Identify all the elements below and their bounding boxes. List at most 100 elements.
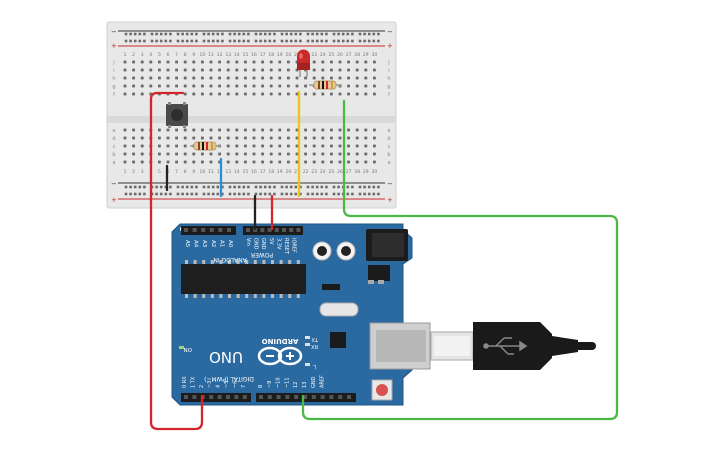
rail-hole[interactable] bbox=[358, 32, 362, 36]
wires[interactable] bbox=[149, 90, 619, 431]
rail-hole[interactable] bbox=[242, 192, 246, 196]
breadboard-hole[interactable] bbox=[252, 92, 256, 96]
breadboard-hole[interactable] bbox=[166, 136, 170, 140]
breadboard-hole[interactable] bbox=[364, 92, 368, 96]
breadboard-hole[interactable] bbox=[166, 76, 170, 80]
breadboard-hole[interactable] bbox=[192, 84, 196, 88]
breadboard-hole[interactable] bbox=[355, 160, 359, 164]
breadboard-hole[interactable] bbox=[166, 60, 170, 64]
rail-hole[interactable] bbox=[367, 192, 371, 196]
breadboard-hole[interactable] bbox=[244, 84, 247, 88]
breadboard-hole[interactable] bbox=[226, 160, 230, 164]
header-pin[interactable] bbox=[209, 395, 214, 399]
breadboard-hole[interactable] bbox=[338, 76, 342, 80]
breadboard-hole[interactable] bbox=[209, 60, 213, 64]
breadboard-hole[interactable] bbox=[244, 128, 247, 132]
rail-hole[interactable] bbox=[176, 185, 180, 189]
breadboard-hole[interactable] bbox=[183, 144, 187, 148]
breadboard-hole[interactable] bbox=[140, 60, 144, 64]
breadboard-hole[interactable] bbox=[278, 60, 282, 64]
breadboard-hole[interactable] bbox=[347, 136, 350, 140]
resistor-left[interactable] bbox=[190, 141, 221, 151]
rail-hole[interactable] bbox=[133, 192, 137, 196]
breadboard-hole[interactable] bbox=[201, 92, 204, 96]
breadboard-hole[interactable] bbox=[244, 60, 247, 64]
breadboard-hole[interactable] bbox=[261, 76, 264, 80]
breadboard-hole[interactable] bbox=[201, 128, 204, 132]
header-pin[interactable] bbox=[201, 228, 206, 232]
rail-hole[interactable] bbox=[367, 185, 371, 189]
breadboard-hole[interactable] bbox=[287, 60, 290, 64]
breadboard-hole[interactable] bbox=[209, 128, 213, 132]
breadboard-hole[interactable] bbox=[312, 136, 316, 140]
header-pin[interactable] bbox=[192, 228, 197, 232]
rail-hole[interactable] bbox=[221, 39, 224, 43]
breadboard-hole[interactable] bbox=[140, 92, 144, 96]
breadboard-hole[interactable] bbox=[123, 92, 127, 96]
breadboard-hole[interactable] bbox=[209, 92, 213, 96]
breadboard-hole[interactable] bbox=[218, 92, 221, 96]
breadboard-hole[interactable] bbox=[192, 60, 196, 64]
header-pin[interactable] bbox=[267, 395, 272, 399]
rail-hole[interactable] bbox=[202, 185, 206, 189]
breadboard-hole[interactable] bbox=[355, 76, 359, 80]
breadboard-hole[interactable] bbox=[226, 136, 230, 140]
rail-hole[interactable] bbox=[155, 32, 158, 36]
rail-hole[interactable] bbox=[207, 32, 210, 36]
breadboard-hole[interactable] bbox=[355, 136, 359, 140]
breadboard-hole[interactable] bbox=[132, 92, 135, 96]
rail-hole[interactable] bbox=[247, 185, 250, 189]
rail-hole[interactable] bbox=[372, 185, 376, 189]
breadboard-hole[interactable] bbox=[321, 92, 325, 96]
breadboard-hole[interactable] bbox=[321, 68, 325, 72]
breadboard-hole[interactable] bbox=[183, 92, 187, 96]
rail-hole[interactable] bbox=[299, 39, 302, 43]
breadboard-hole[interactable] bbox=[278, 84, 282, 88]
breadboard-hole[interactable] bbox=[149, 84, 153, 88]
breadboard-hole[interactable] bbox=[347, 152, 350, 156]
breadboard-hole[interactable] bbox=[175, 84, 178, 88]
breadboard-hole[interactable] bbox=[373, 128, 376, 132]
rail-hole[interactable] bbox=[129, 185, 132, 189]
breadboard-hole[interactable] bbox=[244, 92, 247, 96]
breadboard-hole[interactable] bbox=[158, 60, 161, 64]
breadboard-hole[interactable] bbox=[218, 136, 221, 140]
breadboard-hole[interactable] bbox=[330, 152, 333, 156]
rail-hole[interactable] bbox=[143, 185, 146, 189]
breadboard-hole[interactable] bbox=[373, 60, 376, 64]
rail-hole[interactable] bbox=[372, 192, 376, 196]
breadboard-hole[interactable] bbox=[252, 60, 256, 64]
rail-hole[interactable] bbox=[190, 32, 194, 36]
breadboard-hole[interactable] bbox=[261, 152, 264, 156]
rail-hole[interactable] bbox=[155, 185, 158, 189]
rail-hole[interactable] bbox=[377, 32, 380, 36]
resistor-right[interactable] bbox=[309, 80, 342, 90]
rail-hole[interactable] bbox=[237, 185, 241, 189]
rail-hole[interactable] bbox=[216, 39, 220, 43]
breadboard-hole[interactable] bbox=[269, 76, 273, 80]
wire-green-digital[interactable] bbox=[301, 99, 619, 421]
breadboard-hole[interactable] bbox=[123, 160, 127, 164]
rail-hole[interactable] bbox=[259, 32, 262, 36]
breadboard-hole[interactable] bbox=[132, 60, 135, 64]
header-pin[interactable] bbox=[259, 395, 263, 399]
rail-hole[interactable] bbox=[195, 39, 198, 43]
header-pin[interactable] bbox=[274, 228, 279, 232]
rail-hole[interactable] bbox=[202, 32, 206, 36]
breadboard-hole[interactable] bbox=[304, 128, 307, 132]
rail-hole[interactable] bbox=[190, 192, 194, 196]
rail-hole[interactable] bbox=[311, 39, 314, 43]
breadboard-hole[interactable] bbox=[321, 76, 325, 80]
rail-hole[interactable] bbox=[159, 185, 163, 189]
rail-hole[interactable] bbox=[341, 32, 345, 36]
breadboard-hole[interactable] bbox=[209, 136, 213, 140]
breadboard-hole[interactable] bbox=[287, 76, 290, 80]
breadboard-hole[interactable] bbox=[140, 84, 144, 88]
rail-hole[interactable] bbox=[228, 39, 232, 43]
breadboard-hole[interactable] bbox=[226, 76, 230, 80]
breadboard-hole[interactable] bbox=[347, 160, 350, 164]
breadboard-hole[interactable] bbox=[132, 160, 135, 164]
rail-hole[interactable] bbox=[159, 39, 163, 43]
header-pin[interactable] bbox=[320, 395, 325, 399]
rail-hole[interactable] bbox=[351, 39, 354, 43]
